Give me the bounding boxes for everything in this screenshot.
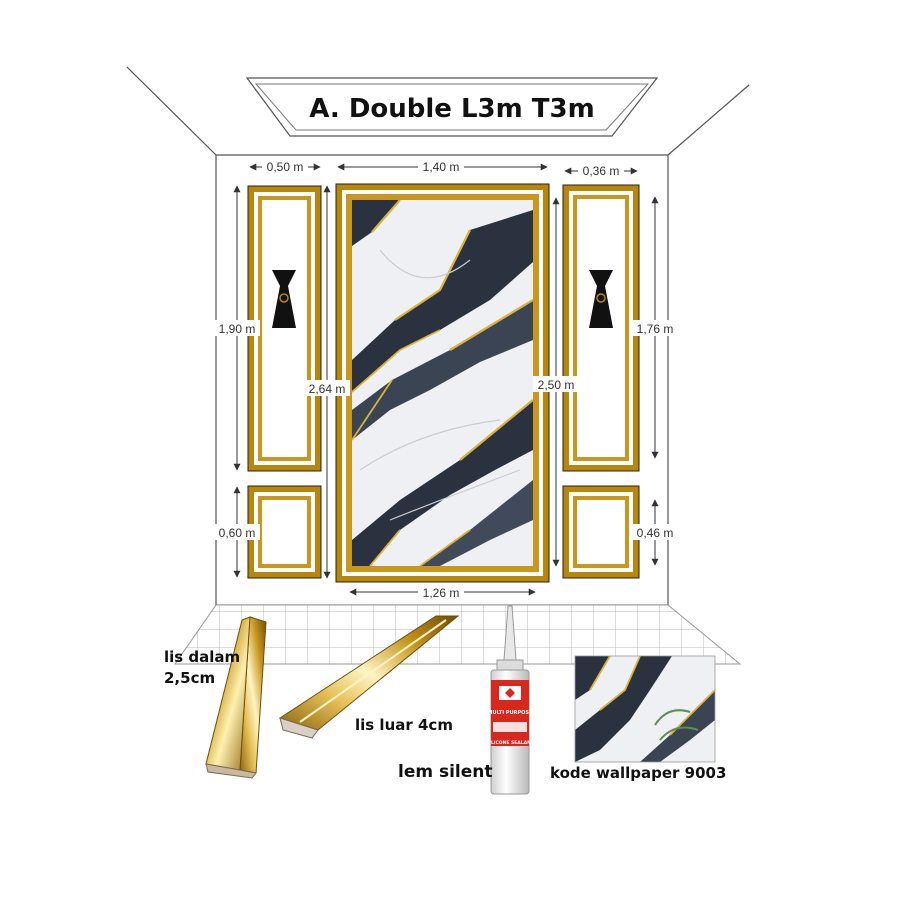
left-lower-panel bbox=[247, 485, 322, 579]
dimension-labels: 0,50 m 1,40 m 0,36 m 1,90 m 0,60 m 2,64 … bbox=[214, 158, 678, 600]
label-outer-moulding: lis luar 4cm bbox=[355, 716, 453, 734]
label-adhesive: lem silent bbox=[398, 762, 493, 782]
dim-center-width: 1,40 m bbox=[423, 160, 460, 174]
tube-type-text: SILICONE SEALANT bbox=[486, 740, 535, 746]
inner-moulding-sample bbox=[205, 616, 267, 779]
dim-right-lower-height: 0,46 m bbox=[637, 526, 674, 540]
dim-center-inner-width: 1,26 m bbox=[423, 586, 460, 600]
outer-moulding-sample bbox=[278, 615, 460, 739]
dim-left-lower-height: 0,60 m bbox=[219, 526, 256, 540]
tube-brand-text: MULTI PURPOSE bbox=[488, 710, 533, 716]
label-wallpaper: kode wallpaper 9003 bbox=[550, 764, 726, 782]
dim-left-upper-height: 1,90 m bbox=[219, 322, 256, 336]
label-inner-moulding-1: lis dalam bbox=[164, 648, 240, 666]
dim-right-width: 0,36 m bbox=[583, 164, 620, 178]
dim-left-full-height: 2,64 m bbox=[309, 382, 346, 396]
marble-wallpaper bbox=[352, 200, 533, 566]
sealant-tube: MULTI PURPOSE SILICONE SEALANT bbox=[486, 605, 535, 795]
ceiling-title-panel: A. Double L3m T3m bbox=[245, 77, 659, 137]
left-upper-panel bbox=[247, 185, 322, 472]
sconce-icon bbox=[589, 270, 613, 328]
floor-tiles bbox=[174, 604, 742, 665]
label-inner-moulding-2: 2,5cm bbox=[164, 669, 215, 687]
diagram-title: A. Double L3m T3m bbox=[309, 94, 594, 124]
sconce-icon bbox=[272, 270, 296, 328]
dim-center-inner-height: 2,50 m bbox=[538, 378, 575, 392]
dim-left-width: 0,50 m bbox=[267, 160, 304, 174]
dim-right-upper-height: 1,76 m bbox=[637, 322, 674, 336]
right-lower-panel bbox=[562, 485, 640, 579]
wallpaper-sample bbox=[574, 655, 716, 763]
